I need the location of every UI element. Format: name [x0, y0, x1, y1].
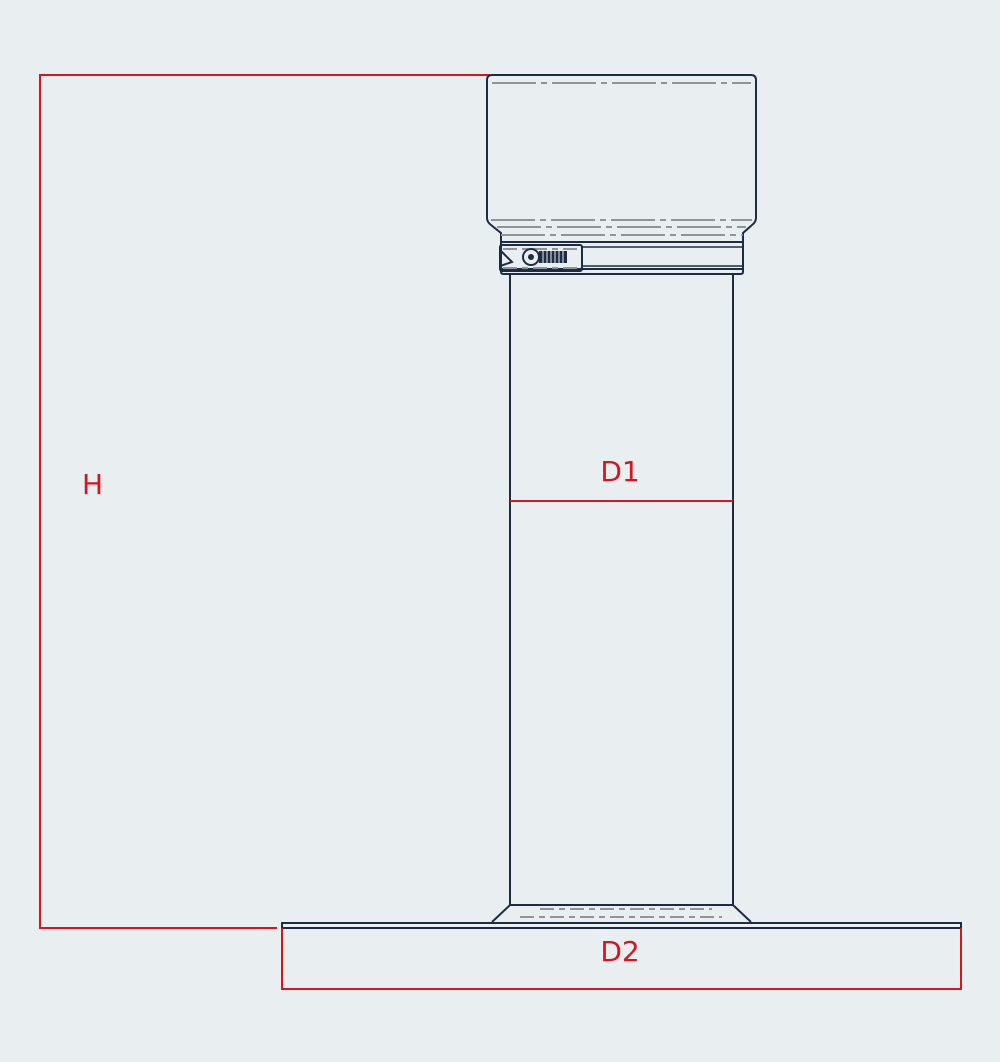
flange-plate: [281, 922, 962, 929]
screw-head-center-icon: [528, 254, 534, 260]
inner-diameter-label: D1: [600, 455, 639, 488]
cap-housing: [486, 74, 757, 243]
base-diameter-dimension: D2: [281, 928, 962, 990]
base-flange: [281, 904, 962, 929]
base-diameter-box: [281, 928, 962, 990]
inner-diameter-dimension: D1: [510, 455, 733, 502]
clamp-lower-lip: [500, 269, 744, 275]
tube: [509, 274, 734, 905]
height-dimension-line: [39, 74, 490, 929]
clamp-wedge: [499, 249, 514, 267]
flange-collar: [491, 904, 752, 923]
clamp-band-outline: [500, 241, 744, 270]
screw-thread-marks: [542, 251, 564, 263]
height-label: H: [82, 468, 103, 501]
screw-thread-icon: [539, 251, 567, 263]
clamp-band: [499, 241, 744, 275]
base-diameter-label: D2: [600, 935, 639, 968]
clamp-buckle: [499, 244, 583, 272]
height-dimension: H: [39, 74, 490, 929]
cap-outline: [486, 74, 757, 243]
